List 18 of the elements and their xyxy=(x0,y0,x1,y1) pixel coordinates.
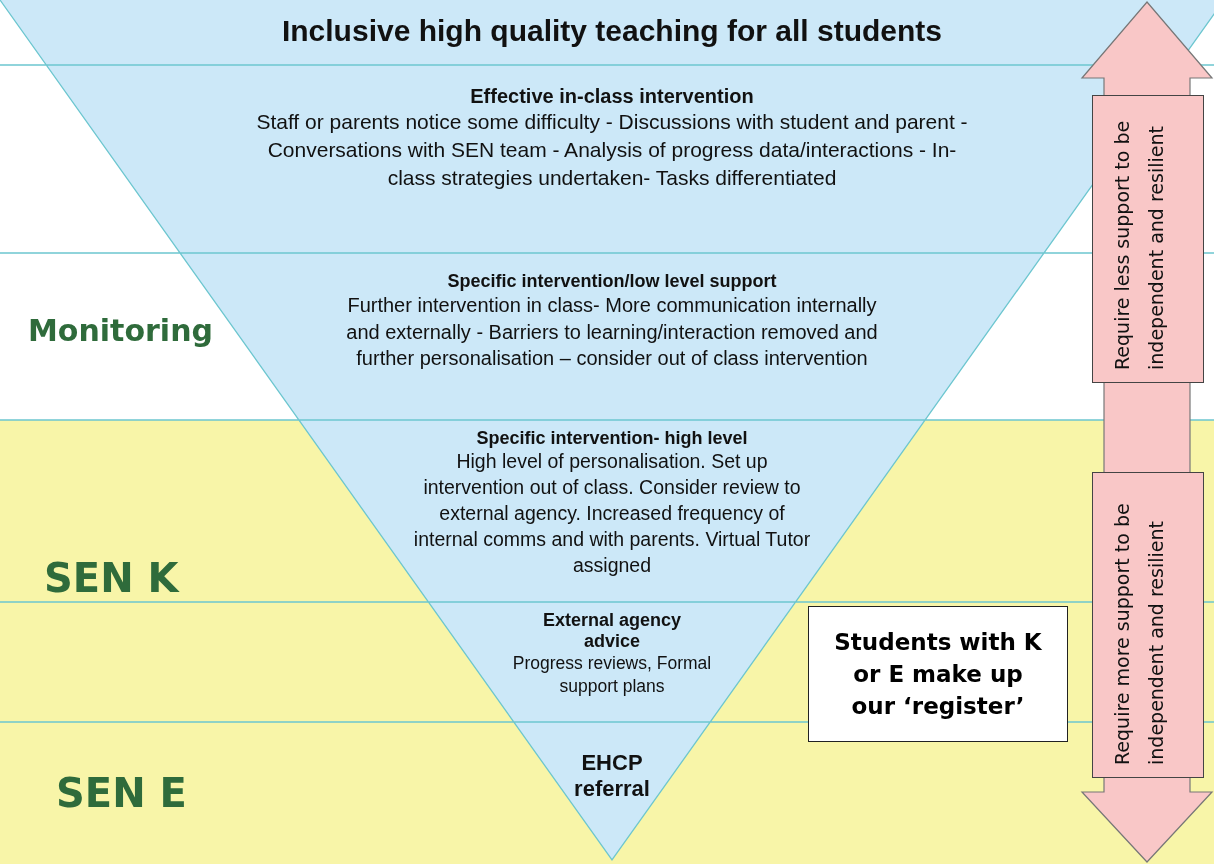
level-label: SEN E xyxy=(56,770,187,816)
level-label: SEN K xyxy=(44,555,179,601)
tier-heading: Effective in-class intervention xyxy=(469,85,755,108)
tier-heading: External agency advice xyxy=(541,610,683,652)
level-label: Monitoring xyxy=(28,313,213,348)
tier-heading: EHCP referral xyxy=(573,750,651,802)
tier-description: Further intervention in class- More communication internally and externally - Barriers to learning/interaction removed and further personalisation – consider out of class intervention xyxy=(345,293,879,372)
arrow-text-box: Require less support to be independent and resilient xyxy=(1092,95,1204,383)
note-text: Students with K or E make up our ‘register’ xyxy=(833,627,1043,722)
tier-heading: Specific intervention- high level xyxy=(475,428,749,449)
tier-heading: Specific intervention/low level support xyxy=(446,271,778,292)
note-box xyxy=(808,606,1068,742)
tier-heading: Inclusive high quality teaching for all students xyxy=(280,14,944,48)
tier-description: Staff or parents notice some difficulty - Discussions with student and parent - Conversations with SEN team - Analysis of progress data/interactions - In-class strategies undertaken- Tasks differentiated xyxy=(255,109,969,191)
tier-description: Progress reviews, Formal support plans xyxy=(511,652,713,699)
pyramid-tier xyxy=(0,0,1214,65)
arrow-text-box: Require more support to be independent and resilient xyxy=(1092,472,1204,778)
tier-description: High level of personalisation. Set up intervention out of class. Consider review to external agency. Increased frequency of internal comms and with parents. Virtual Tutor assigned xyxy=(412,449,812,578)
